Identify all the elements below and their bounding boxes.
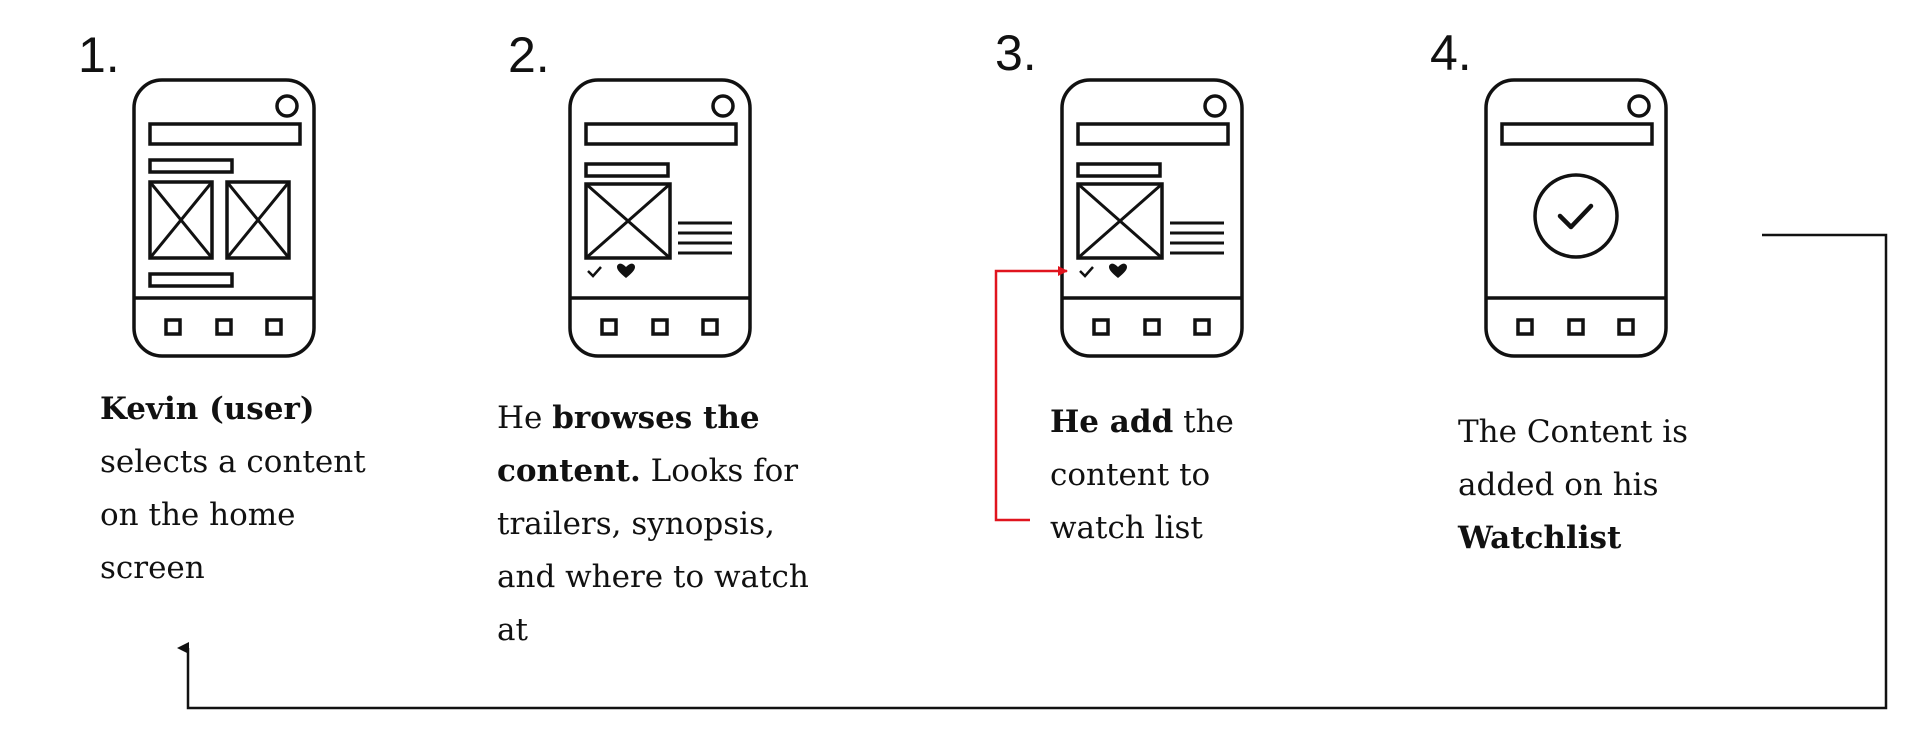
step-number: 2.: [508, 27, 550, 83]
caption-text: He: [497, 400, 543, 436]
synopsis-lines: [1170, 221, 1224, 255]
image-placeholder: [148, 180, 214, 260]
caption-text: selects a content on the home screen: [100, 444, 366, 586]
caption-bold: He add: [1050, 404, 1174, 440]
step-caption: He browses the content. Looks for traile…: [497, 392, 837, 657]
image-placeholder: [584, 182, 672, 260]
caption-bold: browses the content.: [497, 400, 760, 489]
step-caption: Kevin (user) selects a content on the ho…: [100, 383, 400, 595]
phone-detail-screen: [1060, 78, 1244, 358]
check-icon: [1079, 266, 1094, 278]
heart-icon: [1109, 263, 1127, 278]
caption-text: Looks for trailers, synopsis, and where …: [497, 453, 809, 648]
caption-bold: Watchlist: [1458, 520, 1622, 556]
synopsis-lines: [678, 221, 732, 255]
step-caption: He add the content to watch list: [1050, 396, 1280, 555]
phone-confirmation-screen: [1484, 78, 1668, 358]
caption-text: the content to watch list: [1050, 404, 1234, 546]
step-number: 4.: [1430, 25, 1472, 81]
heart-icon: [617, 263, 635, 278]
loop-back-arrow: [177, 233, 1888, 710]
step-number: 3.: [995, 25, 1037, 81]
step-number: 1.: [78, 27, 120, 83]
check-circle-icon: [1533, 173, 1619, 259]
caption-text: The Content is added on his: [1458, 414, 1689, 503]
image-placeholder: [1076, 182, 1164, 260]
add-to-watchlist-arrow: [994, 266, 1068, 522]
phone-detail-screen: [568, 78, 752, 358]
image-placeholder: [225, 180, 291, 260]
phone-home-screen: [132, 78, 316, 358]
step-caption: The Content is added on his Watchlist: [1458, 406, 1718, 565]
caption-bold: Kevin (user): [100, 391, 315, 427]
check-icon: [587, 266, 602, 278]
